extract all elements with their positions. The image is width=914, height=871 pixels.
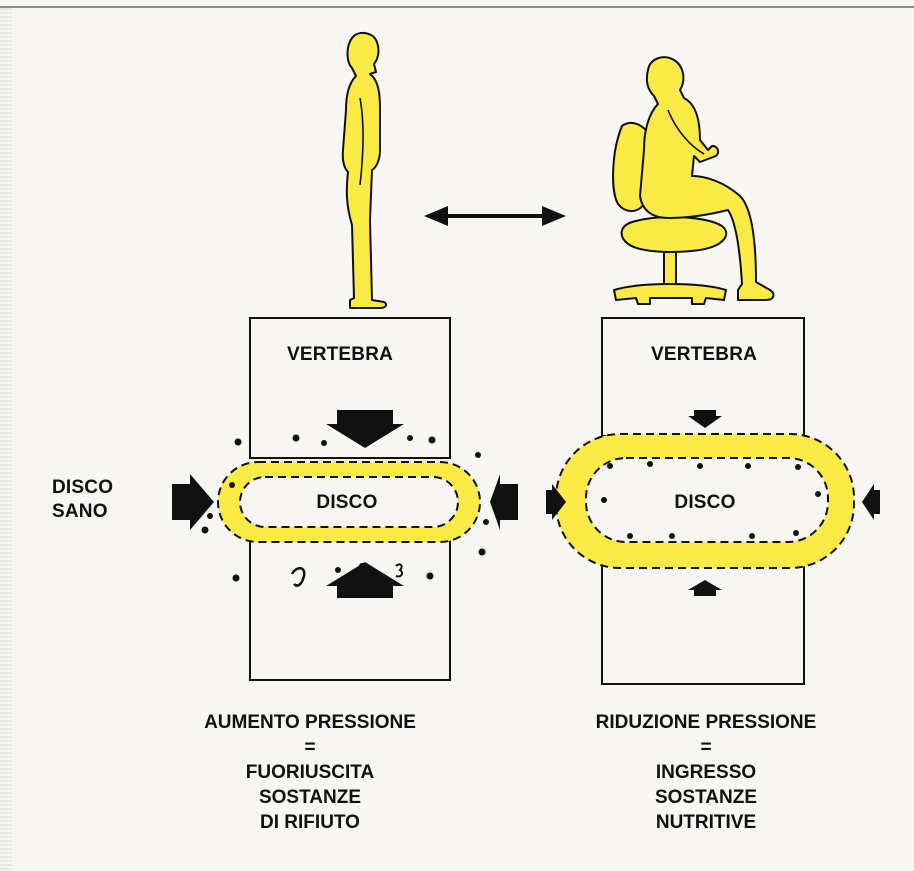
seated-person-icon: [613, 57, 773, 304]
left-vertebra-label: VERTEBRA: [287, 344, 393, 366]
left-disc-label: DISCO: [316, 492, 377, 514]
side-label-line2: SANO: [52, 500, 113, 524]
side-label-line1: DISCO: [52, 476, 113, 500]
right-disc-label: DISCO: [674, 492, 735, 514]
right-caption-line: =: [556, 735, 856, 760]
left-lower-vertebra: [250, 540, 450, 680]
left-caption-line: DI RIFIUTO: [160, 810, 460, 835]
left-caption-line: AUMENTO PRESSIONE: [160, 710, 460, 735]
side-label: DISCO SANO: [52, 476, 113, 524]
right-caption: RIDUZIONE PRESSIONE = INGRESSO SOSTANZE …: [556, 710, 856, 835]
double-arrow-icon: [424, 206, 566, 226]
right-caption-line: SOSTANZE: [556, 785, 856, 810]
right-caption-line: RIDUZIONE PRESSIONE: [556, 710, 856, 735]
left-caption: AUMENTO PRESSIONE = FUORIUSCITA SOSTANZE…: [160, 710, 460, 835]
left-caption-line: FUORIUSCITA: [160, 760, 460, 785]
standing-person-icon: [343, 33, 386, 308]
right-caption-line: NUTRITIVE: [556, 810, 856, 835]
left-caption-line: =: [160, 735, 460, 760]
right-caption-line: INGRESSO: [556, 760, 856, 785]
left-caption-line: SOSTANZE: [160, 785, 460, 810]
right-vertebra-label: VERTEBRA: [651, 344, 757, 366]
